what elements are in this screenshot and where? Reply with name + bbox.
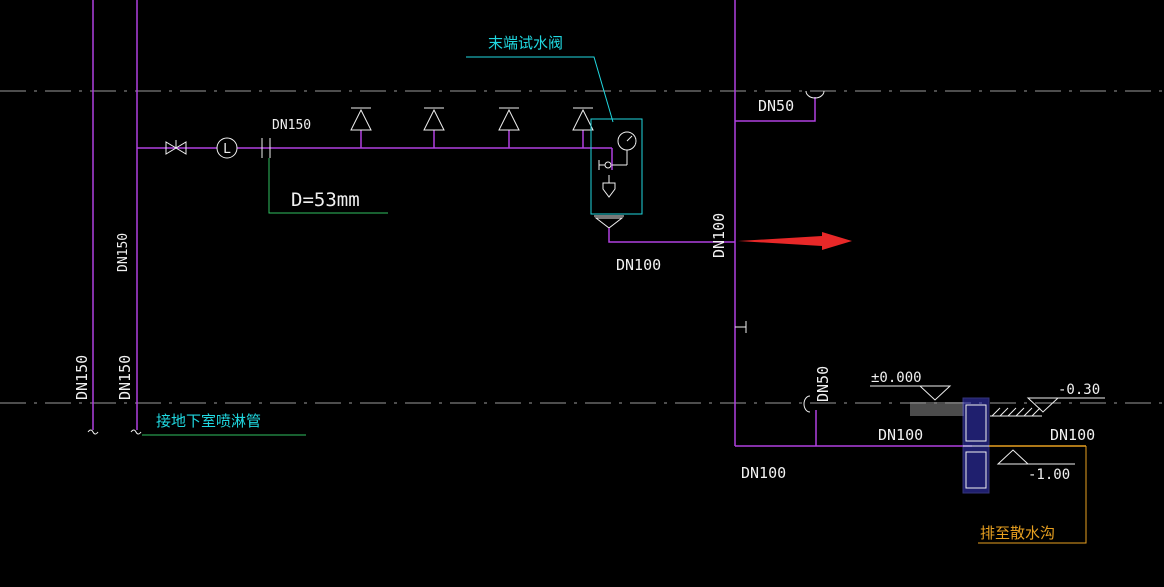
label-d53: D=53mm [291, 189, 360, 211]
sprinkler-head-icon [498, 107, 520, 148]
trap-bottom-icon [803, 395, 811, 413]
label-elev-030: -0.30 [1058, 382, 1100, 398]
ground-hatch-right [990, 407, 1042, 417]
break-symbol-left [87, 429, 99, 435]
elevation-marker-100 [996, 449, 1075, 465]
label-dn150-vertical-left: DN150 [73, 355, 91, 400]
label-elev-100: -1.00 [1028, 467, 1070, 483]
trap-top-icon [805, 90, 825, 99]
leader-d53 [268, 158, 388, 214]
label-dn50-bottom: DN50 [814, 366, 832, 402]
elevation-marker-zero [870, 385, 952, 401]
label-dn100-outlet: DN100 [616, 256, 661, 274]
test-valve-icon [604, 161, 612, 169]
label-dn100-riser: DN100 [710, 213, 728, 258]
label-dn100-base: DN100 [741, 464, 786, 482]
sprinkler-head-icon [423, 107, 445, 148]
ground-fill-left [910, 402, 964, 416]
label-dn100-bottom-right: DN100 [1050, 426, 1095, 444]
red-arrow-icon [738, 232, 852, 250]
orifice-plate-icon [261, 138, 271, 158]
label-elev-zero: ±0.000 [871, 370, 922, 386]
gate-valve-icon [165, 140, 187, 155]
wall-section [962, 397, 990, 494]
label-dn150-branch: DN150 [272, 118, 311, 133]
break-symbol-right [130, 429, 142, 435]
leader-end-test-valve [466, 56, 614, 123]
label-drain-to-ditch: 排至散水沟 [980, 524, 1055, 542]
test-nozzle-icon [602, 182, 616, 198]
svg-text:L: L [223, 142, 231, 157]
end-test-valve-assembly [590, 118, 643, 229]
sprinkler-head-icon [350, 107, 372, 148]
label-dn150-vertical-mid: DN150 [116, 233, 131, 272]
label-dn50-top: DN50 [758, 97, 794, 115]
elevation-marker-030 [1026, 397, 1105, 413]
label-connect-basement: 接地下室喷淋管 [156, 412, 261, 430]
dn50-top-branch [735, 97, 816, 122]
label-dn150-vertical-right: DN150 [116, 355, 134, 400]
funnel-icon [594, 217, 624, 229]
label-dn100-bottom-left: DN100 [878, 426, 923, 444]
sprinkler-head-icon [572, 107, 594, 148]
outlet-pipe [608, 228, 735, 243]
leader-drain-ditch [978, 446, 1087, 544]
flow-indicator-icon: L [216, 137, 238, 159]
label-end-test-valve: 末端试水阀 [488, 34, 563, 52]
